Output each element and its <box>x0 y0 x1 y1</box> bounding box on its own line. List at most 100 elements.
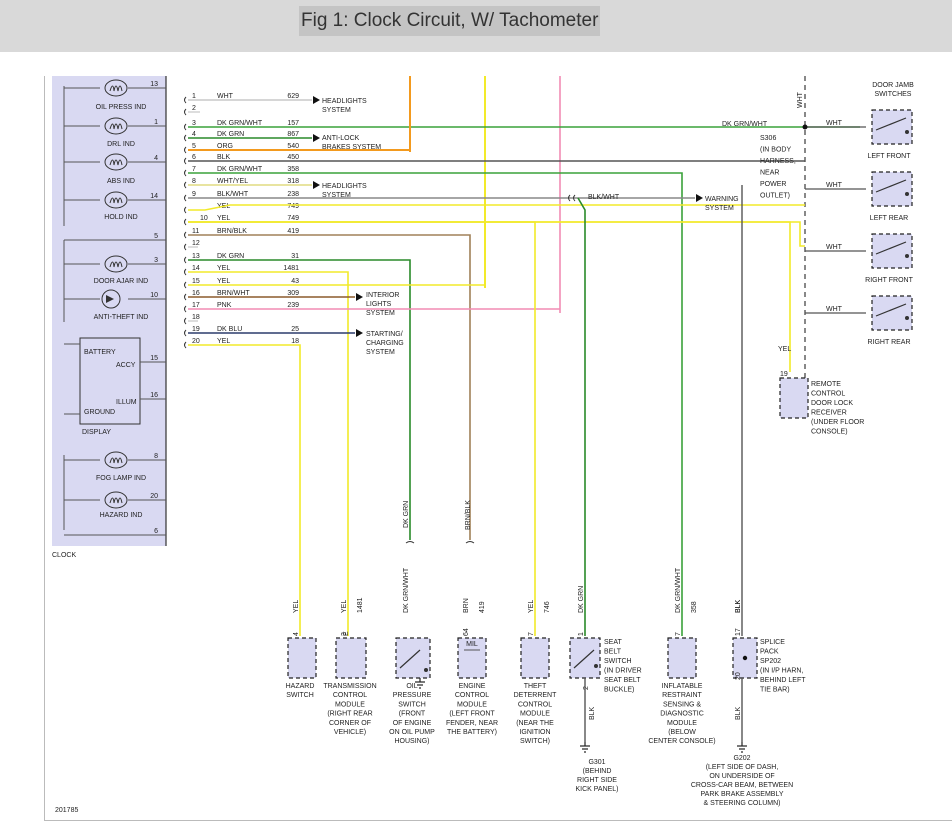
seatbelt-label: SWITCH <box>604 658 632 665</box>
wire-yel-749a <box>188 204 805 211</box>
wire-pin-number: 9 <box>192 191 196 198</box>
component-label: SWITCH <box>286 692 314 699</box>
component-label: SWITCH <box>398 701 426 708</box>
door-switch-box <box>871 109 913 145</box>
switch-arm <box>875 179 907 193</box>
dest-label: WARNING <box>705 196 739 203</box>
wire-circuit-number: 749 <box>287 215 299 222</box>
wire-circuit-number: 309 <box>287 290 299 297</box>
wire-circuit-number: 18 <box>291 338 299 345</box>
door-wire-label: WHT <box>826 182 843 189</box>
dest-label: BRAKES SYSTEM <box>322 144 381 151</box>
component-pin-label: 64 <box>463 628 470 636</box>
component-label: OF ENGINE <box>393 720 432 727</box>
component-wire-label: DK GRN/WHT <box>403 567 410 613</box>
component-label: MODULE <box>667 720 697 727</box>
component-box <box>520 637 550 679</box>
connector-mark <box>184 123 187 131</box>
dest-label: LIGHTS <box>366 301 392 308</box>
component-pin-label: 1 <box>578 632 585 636</box>
wire-pin-number: 10 <box>200 215 208 222</box>
inline-connector <box>405 541 475 544</box>
component-box <box>457 637 487 679</box>
remote-receiver-label: RECEIVER <box>811 410 847 417</box>
splice-s306-label: (IN BODY <box>760 147 791 154</box>
clock-pin-number: 15 <box>150 355 158 362</box>
seatbelt-label: SEAT BELT <box>604 677 641 684</box>
wire-color-label: YEL <box>217 278 230 285</box>
wire-pin-number: 8 <box>192 178 196 185</box>
splice-vertical-wire-label: WHT <box>797 91 804 108</box>
component-label: MODULE <box>520 711 550 718</box>
wire-14 <box>188 271 349 636</box>
wire-pin-number: 14 <box>192 265 200 272</box>
remote-pin-label: 19 <box>780 371 788 378</box>
wire-pin-number: 17 <box>192 302 200 309</box>
clock-pin-number: 13 <box>150 81 158 88</box>
wire-color-label: DK GRN <box>217 253 244 260</box>
wire-circuit-number: 25 <box>291 326 299 333</box>
indicator-label: FOG LAMP IND <box>96 475 146 482</box>
door-switch-label: LEFT FRONT <box>867 153 911 160</box>
wire-pin-number: 19 <box>192 326 200 333</box>
connector-mark <box>184 146 187 154</box>
wire-pin-number: 7 <box>192 166 196 173</box>
lamp-icon <box>104 451 128 469</box>
dest-label: SYSTEM <box>322 107 351 114</box>
component-pin-label: 7 <box>528 632 535 636</box>
wire-pin-number: 18 <box>192 314 200 321</box>
seatbelt-ground-wire-label: BLK <box>589 706 596 720</box>
door-wire-label: WHT <box>826 244 843 251</box>
component-label: RESTRAINT <box>662 692 702 699</box>
connector-mark <box>184 341 187 349</box>
ground-g202-label: ON UNDERSIDE OF <box>709 773 774 780</box>
oil-switch-arm <box>399 649 421 669</box>
splice-pack-label: PACK <box>760 649 779 656</box>
lamp-icon <box>104 191 128 209</box>
clock-pin-number: 5 <box>154 233 158 240</box>
clock-pin-number: 1 <box>154 119 158 126</box>
wire-color-label: WHT <box>217 93 234 100</box>
remote-wire-label: YEL <box>778 346 791 353</box>
door-jamb-title: SWITCHES <box>875 91 912 98</box>
connector-mark <box>184 108 187 116</box>
component-label: TRANSMISSION <box>323 683 376 690</box>
splice-pack-dot <box>742 655 748 661</box>
ground-g202-label: CROSS-CAR BEAM, BETWEEN <box>691 782 793 789</box>
wire-color-label: BRN/WHT <box>217 290 250 297</box>
interior-arrow <box>356 293 363 301</box>
component-label: DIAGNOSTIC <box>660 711 704 718</box>
component-label: PRESSURE <box>393 692 432 699</box>
dest-label: CHARGING <box>366 340 404 347</box>
wire-pin-number: 16 <box>192 290 200 297</box>
clock-pin-number: 10 <box>150 292 158 299</box>
ground-label: GROUND <box>84 409 115 416</box>
wire-circuit-number: 450 <box>287 154 299 161</box>
component-label: CONTROL <box>518 701 552 708</box>
lamp-icon <box>109 457 123 464</box>
dest-label: SYSTEM <box>366 310 395 317</box>
inline-brnblk-label: BRN/BLK <box>465 500 472 530</box>
wire-10-branch <box>188 221 536 636</box>
wire-circuit-number: 629 <box>287 93 299 100</box>
wire-circuit-number: 749 <box>287 203 299 210</box>
component-label: THE BATTERY) <box>447 729 497 736</box>
component-label: INFLATABLE <box>662 683 703 690</box>
wire-pin-number: 11 <box>192 228 199 235</box>
seatbelt-label: BELT <box>604 649 622 656</box>
figure-id: 201785 <box>55 807 78 814</box>
wire-circuit-number: 239 <box>287 302 299 309</box>
inline-connector <box>568 194 576 202</box>
wire-pin-number: 15 <box>192 278 200 285</box>
lamp-icon <box>104 255 128 273</box>
component-label: HAZARD <box>286 683 315 690</box>
wire-color-label: DK GRN <box>217 131 244 138</box>
component-label: ENGINE <box>459 683 486 690</box>
splice-s306-label: POWER <box>760 181 786 188</box>
connector-mark <box>184 293 187 301</box>
indicator-label: DOOR AJAR IND <box>94 278 148 285</box>
ground-g301-label: KICK PANEL) <box>575 786 618 793</box>
remote-receiver-label: CONTROL <box>811 391 845 398</box>
component-pin2-label: E <box>343 631 350 636</box>
